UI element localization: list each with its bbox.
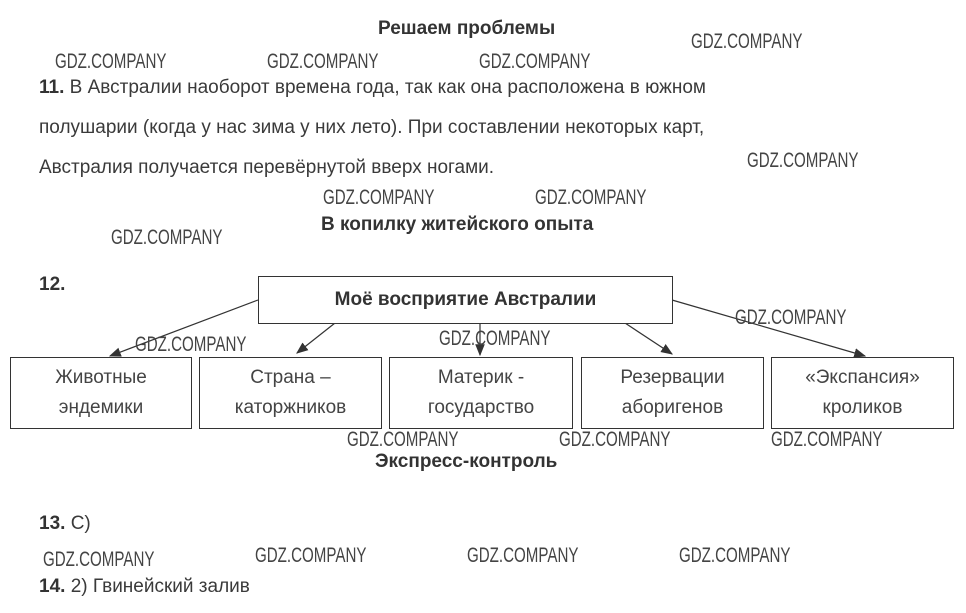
diagram-node-endemics: Животные эндемики bbox=[10, 357, 192, 429]
node-line: Материк - bbox=[437, 367, 525, 388]
node-line: Резервации bbox=[620, 367, 725, 388]
q13-number: 13. bbox=[39, 513, 66, 534]
section-title-control: Экспресс-контроль bbox=[375, 451, 558, 472]
node-line: государство bbox=[427, 397, 535, 418]
section-title-problems: Решаем проблемы bbox=[378, 18, 556, 39]
watermark: GDZ.COMPANY bbox=[771, 428, 883, 451]
watermark: GDZ.COMPANY bbox=[535, 186, 647, 209]
q14-answer: 2) Гвинейский залив bbox=[70, 576, 250, 597]
watermark: GDZ.COMPANY bbox=[559, 428, 671, 451]
watermark: GDZ.COMPANY bbox=[323, 186, 435, 209]
diagram-node-convicts: Страна – каторжников bbox=[199, 357, 382, 429]
watermark: GDZ.COMPANY bbox=[467, 544, 579, 567]
q13-line: 13. С) bbox=[39, 513, 91, 535]
watermark: GDZ.COMPANY bbox=[55, 50, 167, 73]
node-line: каторжников bbox=[234, 397, 347, 418]
node-line: Животные bbox=[55, 367, 147, 388]
diagram-node-rabbits: «Экспансия» кроликов bbox=[771, 357, 954, 429]
q11-line-1: 11. В Австралии наоборот времена года, т… bbox=[39, 77, 706, 99]
watermark: GDZ.COMPANY bbox=[679, 544, 791, 567]
node-line: Страна – bbox=[250, 367, 331, 388]
watermark: GDZ.COMPANY bbox=[267, 50, 379, 73]
node-line: аборигенов bbox=[621, 397, 724, 418]
arrow-1 bbox=[108, 299, 259, 357]
q14-number: 14. bbox=[39, 576, 66, 597]
watermark: GDZ.COMPANY bbox=[43, 548, 155, 571]
q11-number: 11. bbox=[39, 77, 65, 98]
watermark: GDZ.COMPANY bbox=[747, 149, 859, 172]
node-line: кроликов bbox=[822, 397, 903, 418]
q11-line-2: полушарии (когда у нас зима у них лето).… bbox=[39, 117, 705, 138]
watermark: GDZ.COMPANY bbox=[479, 50, 591, 73]
arrow-5 bbox=[671, 299, 867, 358]
node-line: «Экспансия» bbox=[805, 367, 920, 388]
diagram-node-reservations: Резервации аборигенов bbox=[581, 357, 764, 429]
diagram-root: Моё восприятие Австралии bbox=[258, 276, 673, 324]
q11-line-3: Австралия получается перевёрнутой вверх … bbox=[39, 157, 495, 178]
watermark: GDZ.COMPANY bbox=[691, 30, 803, 53]
watermark: GDZ.COMPANY bbox=[735, 306, 847, 329]
watermark: GDZ.COMPANY bbox=[439, 327, 551, 350]
arrow-2 bbox=[296, 322, 336, 354]
watermark: GDZ.COMPANY bbox=[135, 333, 247, 356]
watermark: GDZ.COMPANY bbox=[111, 226, 223, 249]
q11-text: В Австралии наоборот времена года, так к… bbox=[69, 77, 706, 98]
watermark: GDZ.COMPANY bbox=[255, 544, 367, 567]
watermark: GDZ.COMPANY bbox=[347, 428, 459, 451]
diagram-node-continent-state: Материк - государство bbox=[389, 357, 573, 429]
section-title-experience: В копилку житейского опыта bbox=[321, 214, 594, 235]
q13-answer: С) bbox=[70, 513, 91, 534]
q12-number: 12. bbox=[39, 274, 65, 296]
arrow-4 bbox=[624, 322, 674, 355]
node-line: эндемики bbox=[58, 397, 144, 418]
q12-num: 12. bbox=[39, 274, 66, 295]
q14-line: 14. 2) Гвинейский залив bbox=[39, 576, 250, 598]
